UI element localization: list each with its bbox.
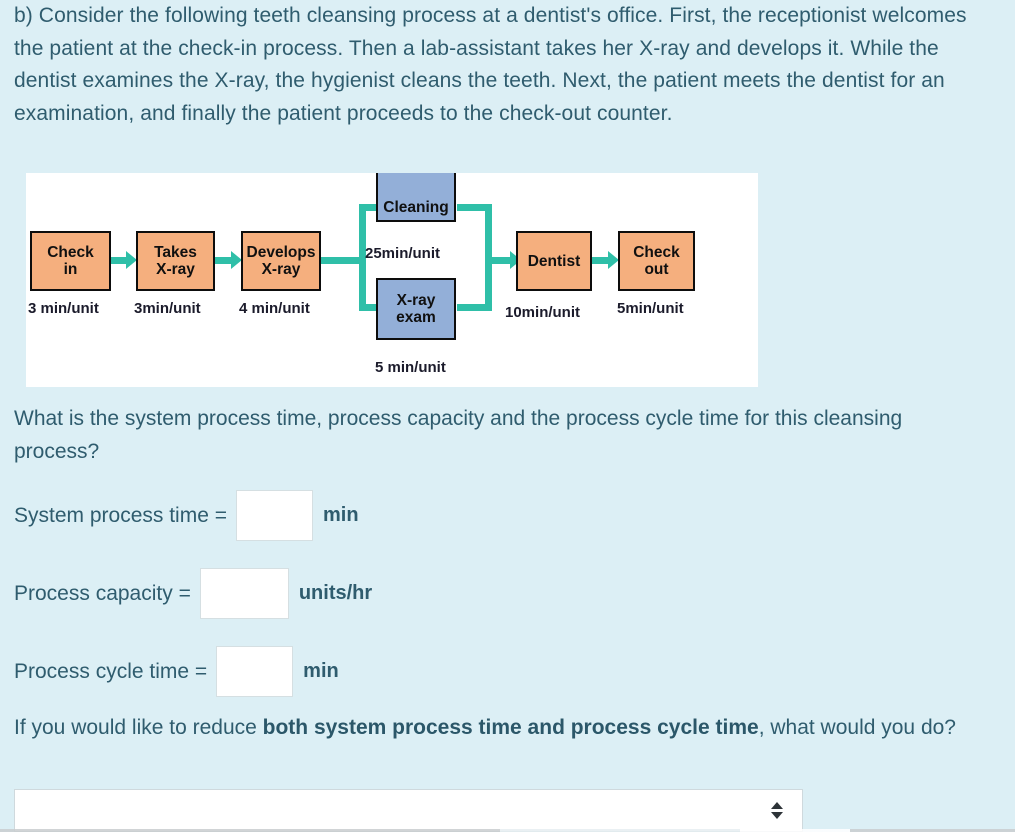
chevron-down-icon xyxy=(771,812,783,819)
connector-branch-cleaning xyxy=(359,204,381,211)
process-time-xray-exam: 5 min/unit xyxy=(375,359,446,376)
question-prompt: What is the system process time, process… xyxy=(14,407,903,463)
arrowhead-dentist xyxy=(510,251,521,269)
process-time-check-out: 5min/unit xyxy=(617,300,684,317)
followup-prompt: If you would like to reduce both system … xyxy=(14,712,989,745)
arrowhead-takesxray xyxy=(126,251,137,269)
connector-split-trunk xyxy=(320,257,366,264)
connector-checkin-takesxray xyxy=(110,257,128,264)
followup-select[interactable] xyxy=(14,789,803,832)
process-time-cleaning: 25min/unit xyxy=(365,245,441,262)
question-intro-text: b) Consider the following teeth cleansin… xyxy=(14,4,967,125)
input-system-process-time[interactable] xyxy=(235,490,313,541)
process-node-cleaning: Cleaning xyxy=(376,173,456,222)
select-spinner-icon[interactable] xyxy=(760,802,794,819)
unit-system-process-time: min xyxy=(322,504,359,526)
process-time-develops-xray: 4 min/unit xyxy=(239,300,310,317)
process-node-dentist: Dentist xyxy=(516,231,592,291)
followup-prefix: If you would like to reduce xyxy=(14,716,263,739)
page-bottom-edge xyxy=(0,829,1015,832)
connector-dentist-checkout xyxy=(592,257,610,264)
process-time-dentist: 10min/unit xyxy=(505,304,581,321)
arrowhead-developsxray xyxy=(231,251,242,269)
unit-process-capacity: units/hr xyxy=(298,582,373,604)
chevron-up-icon xyxy=(771,802,783,809)
answer-row-system-process-time: System process time = min xyxy=(14,490,359,541)
connector-merge-xrayexam xyxy=(457,304,492,311)
connector-takesxray-developsxray xyxy=(215,257,233,264)
connector-merge-trunk xyxy=(485,257,512,264)
unit-process-cycle-time: min xyxy=(303,660,339,682)
process-time-takes-xray: 3min/unit xyxy=(134,300,201,317)
followup-emphasis: both system process time and process cyc… xyxy=(262,716,759,739)
connector-split-riser xyxy=(359,204,366,311)
answer-row-process-capacity: Process capacity = units/hr xyxy=(14,568,372,619)
input-process-capacity[interactable] xyxy=(199,568,289,619)
process-time-check-in: 3 min/unit xyxy=(28,300,99,317)
answer-row-process-cycle-time: Process cycle time = min xyxy=(14,646,339,697)
connector-branch-xrayexam xyxy=(359,304,381,311)
process-node-label: Dentist xyxy=(527,252,581,270)
connector-merge-cleaning xyxy=(457,204,492,211)
followup-suffix: , what would you do? xyxy=(758,716,956,739)
label-system-process-time: System process time = xyxy=(14,503,227,527)
input-process-cycle-time[interactable] xyxy=(216,646,294,697)
process-node-label: Cleaning xyxy=(383,199,449,216)
label-process-capacity: Process capacity = xyxy=(14,581,191,605)
arrowhead-checkout xyxy=(608,251,619,269)
label-process-cycle-time: Process cycle time = xyxy=(14,659,208,683)
